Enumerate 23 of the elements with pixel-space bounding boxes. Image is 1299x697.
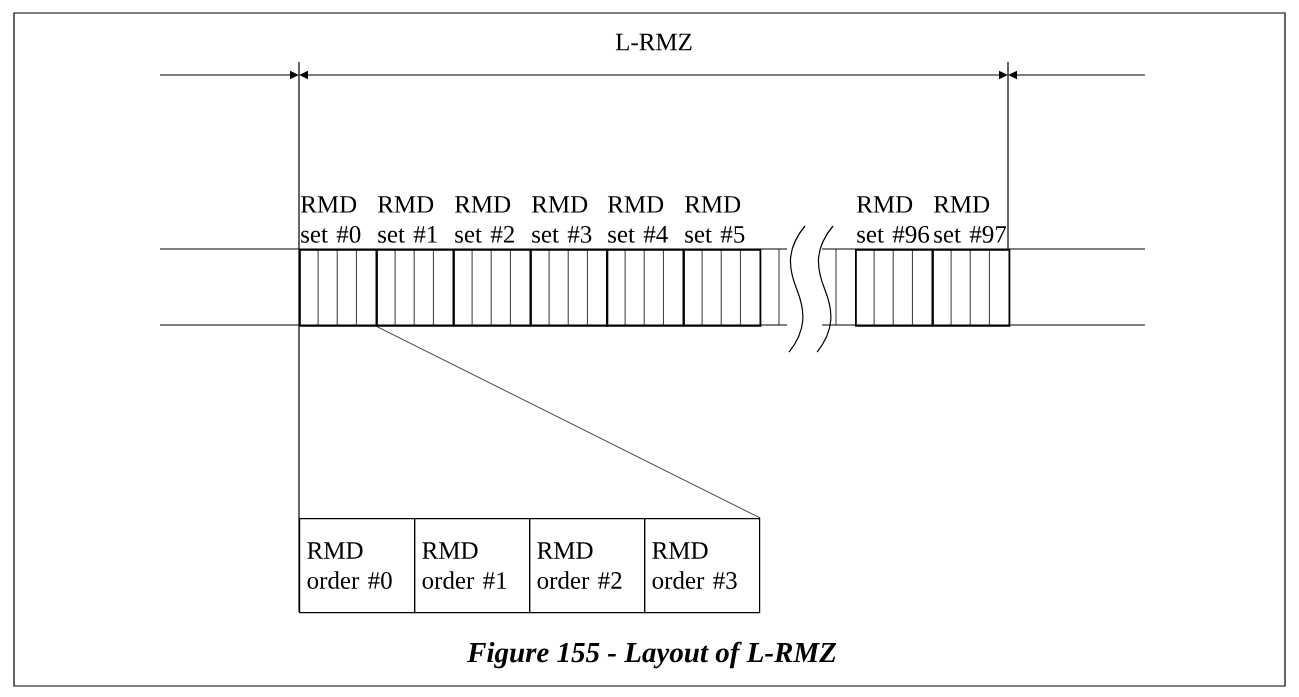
node-label: RMD set #4: [607, 196, 668, 243]
node-label: RMD set #1: [377, 196, 437, 243]
rmd-set-segment: RMD set #3: [530, 196, 609, 327]
node-label: RMD set #0: [300, 196, 361, 243]
rmd-set-segment: RMD set #97: [932, 196, 1011, 327]
node-label: RMD set #97: [933, 196, 1007, 243]
rmd-set-segment: RMD set #2: [453, 196, 532, 327]
rmd-order-box: RMD order #1: [414, 518, 531, 614]
node-label: RMD set #96: [856, 196, 930, 243]
zoom-line: [376, 326, 761, 519]
rmd-set-segment: RMD set #1: [376, 196, 455, 327]
node-label: RMD set #2: [454, 196, 514, 243]
rmd-set-segment: RMD set #5: [683, 196, 762, 327]
node-label: RMD set #3: [531, 196, 592, 243]
rmd-order-box: RMD order #0: [299, 518, 416, 614]
dimension-label: L-RMZ: [615, 33, 692, 51]
rmd-set-segment: RMD set #4: [606, 196, 685, 327]
rmd-set-segment: RMD set #96: [855, 196, 934, 327]
rmd-set-segment: RMD set #0: [299, 196, 378, 327]
rmd-order-box: RMD order #2: [529, 518, 646, 614]
figure-caption: Figure 155 - Layout of L-RMZ: [467, 641, 837, 669]
node-label: RMD set #5: [684, 196, 745, 243]
rmd-order-box: RMD order #3: [644, 518, 761, 614]
